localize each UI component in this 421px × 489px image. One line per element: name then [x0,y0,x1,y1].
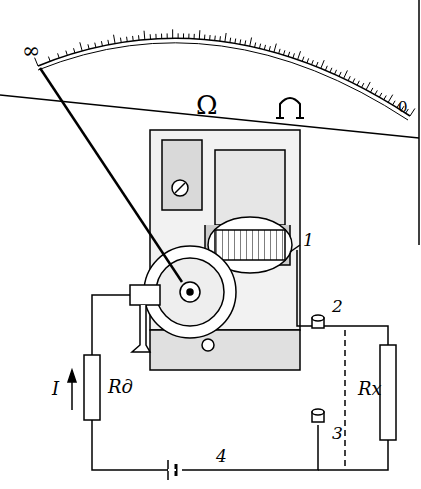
scale-tick [269,46,270,51]
scale-tick [138,35,140,40]
scale-tick [172,29,173,38]
scale-tick [95,43,96,48]
scale-tick [288,52,290,57]
battery-symbol [168,460,176,480]
callout-number: 4 [216,448,227,465]
scale-tick [357,81,359,85]
scale-tick [188,34,189,39]
scale-tick [239,39,241,44]
terminal [312,315,324,422]
scale-tick [244,40,246,45]
resistance-scale [35,29,415,120]
scale-tick [307,58,309,63]
scale-tick [48,57,50,62]
scale-tick [74,48,75,53]
scale-tick [316,62,318,67]
scale-tick [370,88,372,92]
scale-tick [150,34,151,39]
scale-tick [167,33,168,38]
scale-tick [120,38,122,43]
scale-end-mark: 0 [398,100,408,115]
scale-tick [155,34,156,39]
resistor-label: Rx [358,380,382,398]
scale-tick [88,44,89,49]
scale-tick [384,95,387,99]
scale-tick [199,30,201,39]
scale-tick [144,31,146,40]
scale-tick [379,93,381,97]
scale-tick [344,70,348,78]
scale-tick [325,66,327,71]
scale-tick [219,36,221,41]
scale-tick [362,83,364,87]
scale-tick [161,34,162,39]
scale-tick [388,95,393,103]
scale-tick [250,38,252,47]
scale-tick [279,49,280,54]
scale-tick [321,60,324,68]
resistor-symbol [84,355,100,420]
scale-tick [204,35,205,40]
scale-tick [114,35,116,44]
current-label: I [52,380,59,398]
mechanism [130,130,300,370]
scale-tick [410,108,415,116]
unit-symbol: Ω [196,92,218,118]
scale-tick [312,60,314,65]
scale-tick [126,37,128,42]
scale-tick [264,45,265,50]
scale-tick [234,39,236,44]
scale-tick [274,44,276,53]
scale-tick [229,38,231,43]
scale-tick [330,68,332,73]
circuit-wires [92,245,388,470]
scale-tick [132,36,134,41]
callout-number: 1 [303,232,314,249]
resistor-label: Rд [108,378,133,396]
scale-tick [348,76,350,80]
resistor-symbol [380,345,396,440]
scale-tick [255,43,256,48]
scale-tick [375,90,377,94]
scale-tick [366,82,370,90]
scale-tick [259,44,260,49]
scale-tick [58,53,60,58]
scale-tick [353,78,355,82]
scale-tick [298,51,301,60]
scale-tick [334,70,336,75]
scale-tick [225,33,226,42]
callout-number: 3 [332,425,343,442]
scale-tick [214,36,216,41]
scale-tick [183,33,184,38]
callout-number: 2 [332,298,343,315]
scale-tick [178,33,179,38]
pointer [40,68,182,282]
scale-tick [80,42,82,51]
scale-tick [209,35,210,40]
scale-tick [107,40,109,45]
scale-tick [302,57,304,62]
scale-tick [194,34,195,39]
magnet-symbol [276,98,304,118]
scale-tick [293,53,295,58]
current-arrow [68,370,76,410]
scale-end-mark: ∞ [22,40,40,62]
scale-tick [101,41,102,46]
scale-tick [393,101,396,105]
scale-tick [66,51,68,56]
scale-tick [283,50,284,55]
scale-tick [339,72,341,77]
